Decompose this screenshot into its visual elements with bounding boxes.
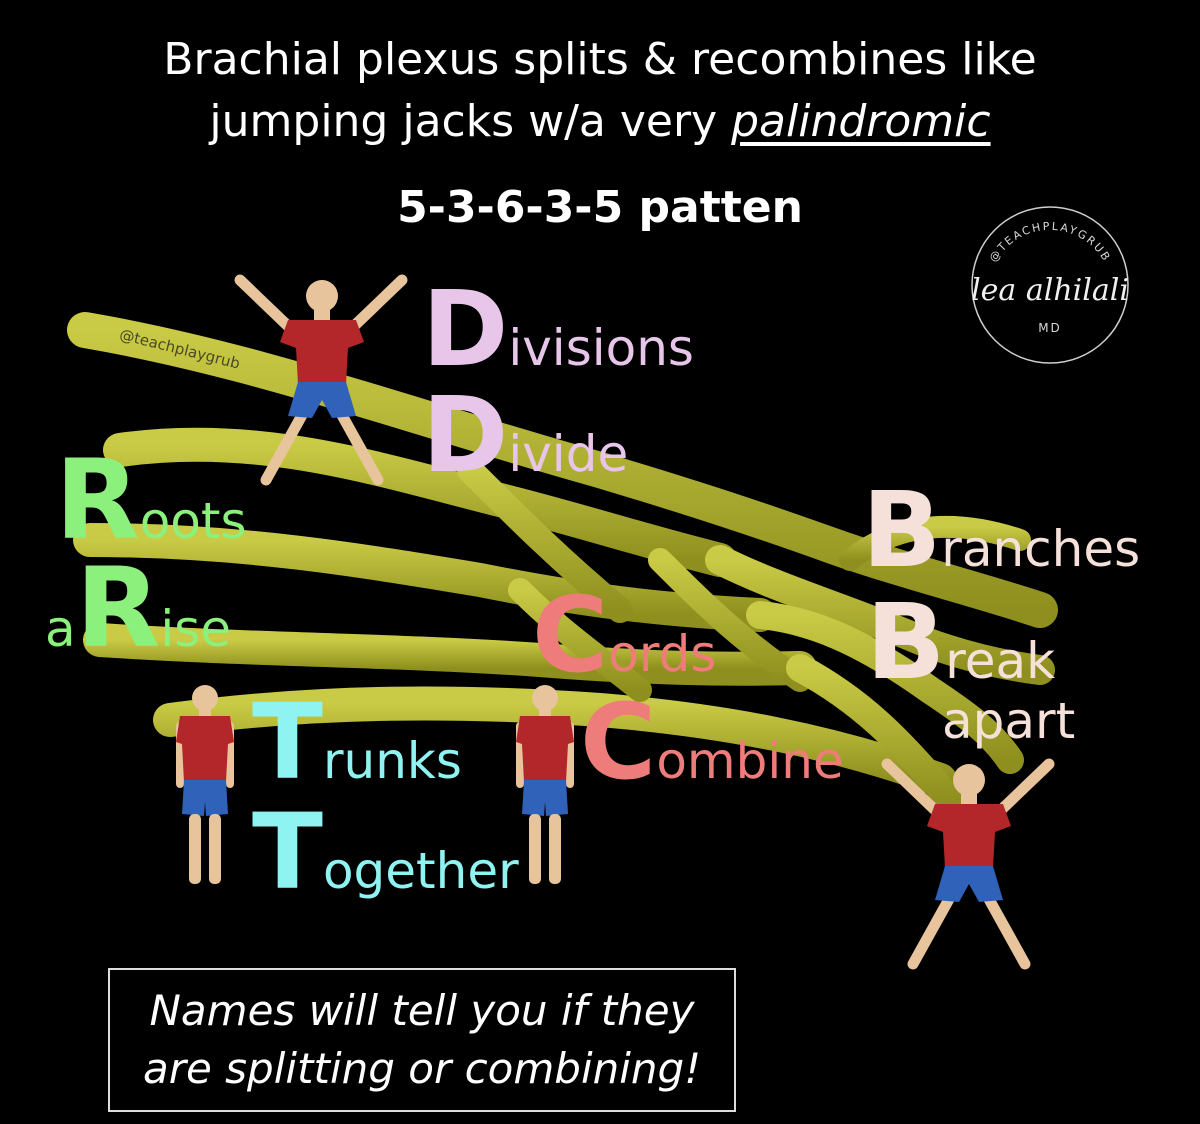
label-cords-initial: C (532, 583, 608, 687)
label-apart: apart (942, 692, 1075, 750)
svg-text:@TEACHPLAYGRUB: @TEACHPLAYGRUB (987, 220, 1114, 265)
logo-signature: lea alhilali (971, 273, 1129, 308)
label-trunks-initial: T (252, 690, 323, 794)
logo-suffix: MD (1038, 321, 1062, 335)
note-line-1: Names will tell you if they (110, 982, 734, 1040)
label-combine-initial: C (580, 690, 656, 794)
label-roots-initial: R (55, 445, 140, 555)
label-break-rest: reak (945, 636, 1055, 686)
label-arise-prefix: a (45, 604, 76, 654)
label-divide-rest: ivide (508, 429, 628, 479)
label-together-initial: T (252, 800, 323, 904)
label-arise-rest: ise (160, 604, 231, 654)
note-box: Names will tell you if they are splittin… (108, 968, 736, 1112)
logo-handle-text: @TEACHPLAYGRUB (987, 220, 1114, 265)
jumping-jack-figure-spread-right (875, 752, 1061, 982)
label-trunks-rest: runks (323, 736, 462, 786)
label-divisions-initial: D (422, 277, 508, 381)
label-arise-initial: R (76, 553, 161, 663)
label-cords-rest: ords (608, 629, 716, 679)
label-combine-rest: ombine (656, 736, 843, 786)
label-together-rest: ogether (323, 846, 519, 896)
standing-figure-trunks (170, 682, 240, 892)
label-roots-rest: oots (140, 496, 247, 546)
label-divisions-rest: ivisions (508, 323, 694, 373)
author-logo: @TEACHPLAYGRUB lea alhilali MD (940, 200, 1160, 370)
note-line-2: are splitting or combining! (110, 1040, 734, 1098)
jumping-jack-figure-spread (228, 268, 414, 498)
label-branches-rest: ranches (941, 524, 1140, 574)
standing-figure-cords (510, 682, 580, 892)
label-divide-initial: D (422, 383, 508, 487)
label-break-initial: B (866, 590, 945, 694)
label-branches-initial: B (862, 478, 941, 582)
